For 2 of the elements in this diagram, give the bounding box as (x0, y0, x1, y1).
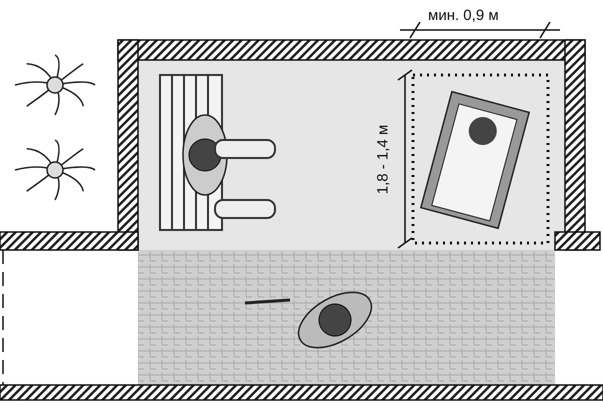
dimension-label: 1,8 - 1,4 м (375, 124, 390, 194)
dimension-label: мин. 0,9 м (428, 8, 499, 23)
